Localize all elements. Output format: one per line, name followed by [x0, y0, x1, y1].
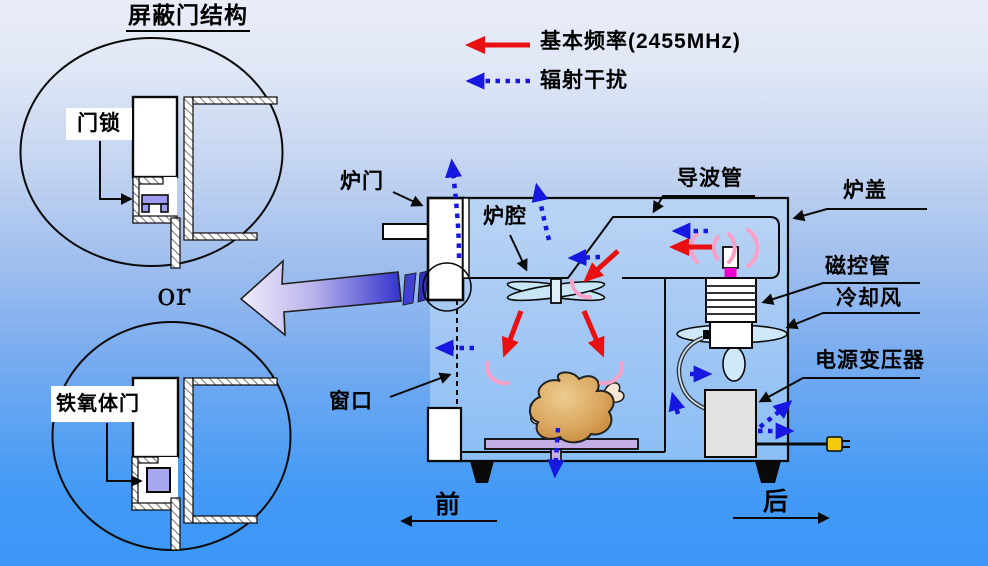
oven-foot-front: [470, 461, 494, 483]
fundamental-frequency-arrows: [501, 237, 712, 358]
magnetron-antenna-tip: [724, 268, 737, 278]
window-label: 窗口: [329, 390, 373, 413]
power-transformer: [704, 389, 757, 458]
door-lower-panel: [426, 406, 463, 463]
leak-arrow-compartment-up: [668, 391, 686, 415]
door-upper-panel: [426, 196, 465, 302]
cover-label: 炉盖: [843, 179, 887, 202]
detail2-ferrite-part: [146, 467, 171, 493]
wave-arrow-cavity-left: [501, 310, 524, 358]
stirrer-fan: [506, 278, 606, 304]
zoom-out-arrow: [239, 259, 429, 337]
detail1-oven-flange: [183, 96, 194, 241]
leak-arrow-tray-bottom: [547, 427, 565, 479]
back-label: 后: [763, 488, 790, 516]
door-lock-label: 门锁: [66, 108, 132, 140]
ferrite-door-detail-circle: [51, 321, 292, 551]
legend-interference-label: 辐射干扰: [540, 69, 628, 92]
or-label: or: [157, 277, 191, 313]
leak-arrow-cavity-opening: [567, 248, 601, 267]
interference-arrows: [434, 158, 795, 479]
detail1-lock-part: [141, 194, 169, 213]
door-leader: [392, 191, 424, 207]
cover-leader: [792, 208, 927, 222]
oven-door-label: 炉门: [340, 170, 384, 193]
magnetron-label: 磁控管: [825, 255, 891, 278]
transformer-leader: [758, 377, 920, 403]
magnetron-leader: [761, 282, 920, 305]
waveguide-leader: [652, 195, 755, 214]
transformer-label: 电源变压器: [815, 349, 925, 372]
door-lock-detail-circle: [19, 37, 284, 269]
power-plug: [826, 436, 843, 452]
legend-fundamental-label: 基本频率(2455MHz): [540, 30, 741, 53]
microwave-splashes: [484, 228, 760, 386]
wave-arrow-cavity-right: [581, 310, 605, 358]
door-handle: [382, 223, 430, 240]
food-item: [529, 371, 625, 444]
cooling-leader: [785, 312, 920, 330]
cooling-air-label: 冷却风: [836, 287, 902, 310]
waveguide-label: 导波管: [677, 167, 743, 190]
cavity-label: 炉腔: [483, 205, 527, 228]
front-label: 前: [435, 491, 462, 519]
detail-title: 屏蔽门结构: [126, 2, 250, 33]
window-leader: [389, 372, 452, 398]
waveguide-outline: [462, 216, 780, 279]
power-cord: [756, 436, 850, 452]
ferrite-door-label: 铁氧体门: [51, 386, 145, 422]
cavity-leader: [509, 234, 528, 272]
legend-arrows: [465, 35, 530, 90]
detail2-oven-flange: [183, 377, 194, 524]
wave-arrow-into-cavity: [583, 249, 620, 283]
ferrite-door-leader-arrow: [106, 423, 143, 487]
detail1-door-panel: [131, 95, 179, 179]
leak-arrow-back-diagonal: [758, 400, 793, 429]
magnified-region-circle: [422, 262, 472, 312]
door-lock-leader-arrow: [99, 141, 133, 205]
leader-lines: [389, 191, 927, 527]
oven-foot-back: [755, 461, 781, 483]
